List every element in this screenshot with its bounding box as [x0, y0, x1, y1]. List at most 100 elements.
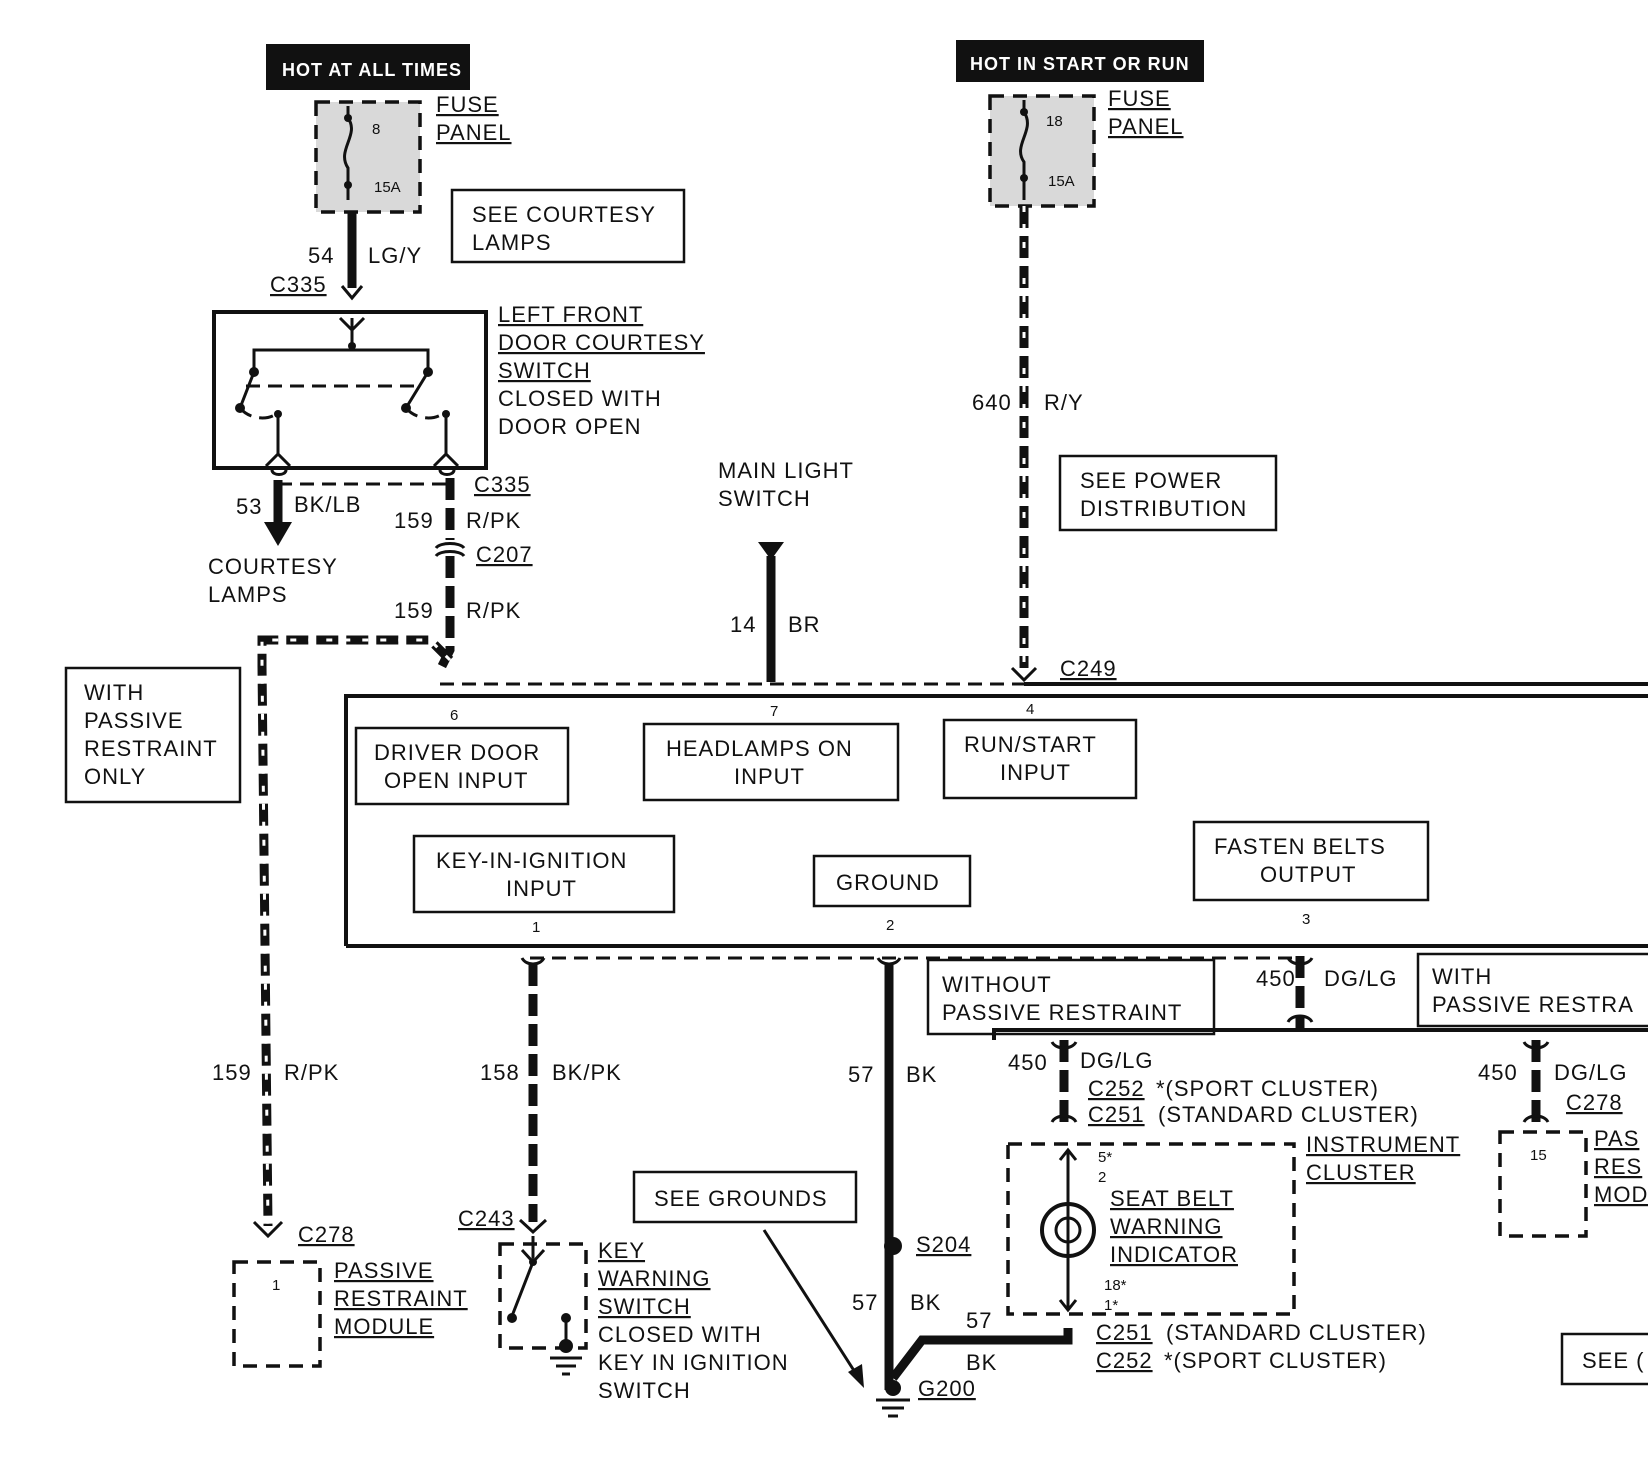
ground-block: GROUND: [812, 854, 972, 908]
driver-door-open-input: DRIVER DOOR OPEN INPUT: [354, 726, 570, 806]
instrument-cluster-title-2: CLUSTER: [1306, 1160, 1416, 1185]
cluster-pin-top-b: 2: [1098, 1169, 1106, 1186]
connector-c251-bottom-note: (STANDARD CLUSTER): [1166, 1320, 1427, 1345]
see-power-distribution-note: SEE POWER DISTRIBUTION: [1058, 454, 1278, 532]
prm-title-3: MODULE: [334, 1314, 434, 1339]
svg-text:RUN/START: RUN/START: [964, 732, 1097, 757]
fuse-right-title-2: PANEL: [1108, 114, 1184, 139]
passive-restraint-module-right: 15: [1498, 1130, 1588, 1238]
wire-53-number: 53: [236, 494, 262, 519]
passive-restraint-module-left: 1: [232, 1260, 322, 1368]
svg-text:OUTPUT: OUTPUT: [1260, 862, 1356, 887]
cluster-pin-top-a: 5*: [1098, 1149, 1112, 1166]
ground-g200-symbol: [876, 1380, 910, 1418]
connector-c252-bottom-note: *(SPORT CLUSTER): [1164, 1348, 1387, 1373]
wire-159-middle: [435, 556, 455, 673]
connector-c251-top-note: (STANDARD CLUSTER): [1158, 1102, 1419, 1127]
wire-640-color: R/Y: [1044, 390, 1084, 415]
with-passive-restraint-only-note: WITH PASSIVE RESTRAINT ONLY: [64, 666, 242, 804]
wire-159b-number: 159: [394, 598, 434, 623]
wire-53-color: BK/LB: [294, 492, 361, 517]
instrument-cluster-title-1: INSTRUMENT: [1306, 1132, 1460, 1157]
pin-1: 1: [532, 919, 540, 936]
courtesy-lamps-label-2: LAMPS: [208, 582, 288, 607]
pin-2: 2: [886, 917, 894, 934]
wire-450a-number: 450: [1256, 966, 1296, 991]
cluster-pin-bot-a: 18*: [1104, 1277, 1127, 1294]
courtesy-lamps-arrow: [264, 522, 292, 546]
instrument-cluster: 5* 2 18* 1* SEAT BELT WARNING INDICATOR: [1006, 1142, 1296, 1316]
wire-450a-color: DG/LG: [1324, 966, 1397, 991]
see-courtesy-lamps-note: SEE COURTESY LAMPS: [450, 188, 686, 264]
c335-top-connector: [340, 285, 364, 301]
svg-text:INPUT: INPUT: [734, 764, 805, 789]
connector-c251-bottom: C251: [1096, 1320, 1153, 1345]
key-warning-switch: [498, 1236, 588, 1376]
door-switch-note-2: DOOR OPEN: [498, 414, 641, 439]
wire-450c-color: DG/LG: [1554, 1060, 1627, 1085]
hot-at-all-times-label: HOT AT ALL TIMES: [266, 44, 470, 90]
svg-text:WITHOUT: WITHOUT: [942, 972, 1052, 997]
svg-text:HOT IN START OR RUN: HOT IN START OR RUN: [970, 54, 1190, 74]
prm-right-title-1: PAS: [1594, 1126, 1639, 1151]
connector-g200: G200: [918, 1376, 976, 1401]
connector-c207: C207: [476, 542, 533, 567]
door-switch-title-1: LEFT FRONT: [498, 302, 643, 327]
connector-c252-bottom: C252: [1096, 1348, 1153, 1373]
wire-57-cluster-ground: [889, 1328, 1073, 1381]
svg-text:WITH: WITH: [84, 680, 144, 705]
prm-pin: 1: [272, 1277, 280, 1294]
connector-c243: C243: [458, 1206, 515, 1231]
without-passive-restraint-note: WITHOUT PASSIVE RESTRAINT: [926, 958, 1216, 1036]
fuse-left-rating: 15A: [374, 179, 401, 196]
svg-text:HOT AT ALL TIMES: HOT AT ALL TIMES: [282, 60, 462, 80]
fuse-left-title-1: FUSE: [436, 92, 499, 117]
svg-text:DRIVER DOOR: DRIVER DOOR: [374, 740, 540, 765]
main-light-switch-label-2: SWITCH: [718, 486, 811, 511]
door-courtesy-switch: [212, 310, 488, 470]
key-switch-note-1: CLOSED WITH: [598, 1322, 762, 1347]
fuse-left-number: 8: [372, 121, 380, 138]
indicator-title-2: WARNING: [1110, 1214, 1223, 1239]
svg-text:WITH: WITH: [1432, 964, 1492, 989]
svg-text:SEE GROUNDS: SEE GROUNDS: [654, 1186, 828, 1211]
wire-57b-number: 57: [852, 1290, 878, 1315]
connector-c251-top: C251: [1088, 1102, 1145, 1127]
prm-right-pin: 15: [1530, 1147, 1547, 1164]
wire-450b-number: 450: [1008, 1050, 1048, 1075]
svg-text:GROUND: GROUND: [836, 870, 940, 895]
key-in-ignition-input: KEY-IN-IGNITION INPUT: [412, 834, 676, 914]
svg-text:LAMPS: LAMPS: [472, 230, 552, 255]
svg-text:SEE POWER: SEE POWER: [1080, 468, 1222, 493]
wire-57a-color: BK: [906, 1062, 937, 1087]
wire-450b-color: DG/LG: [1080, 1048, 1153, 1073]
wire-159a-color: R/PK: [466, 508, 521, 533]
main-light-switch-label-1: MAIN LIGHT: [718, 458, 854, 483]
hot-in-start-or-run-label: HOT IN START OR RUN: [956, 40, 1204, 82]
wire-159c-color: R/PK: [284, 1060, 339, 1085]
wire-54-color: LG/Y: [368, 243, 422, 268]
see-grounds-note: SEE GROUNDS: [632, 1170, 864, 1388]
svg-text:DISTRIBUTION: DISTRIBUTION: [1080, 496, 1247, 521]
wire-159a-number: 159: [394, 508, 434, 533]
pin-6: 6: [450, 707, 458, 724]
svg-text:RESTRAINT: RESTRAINT: [84, 736, 218, 761]
connector-c278-right: C278: [1566, 1090, 1623, 1115]
fuse-right-rating: 15A: [1048, 173, 1075, 190]
wire-158-number: 158: [480, 1060, 520, 1085]
main-light-switch-arrow: [758, 542, 784, 560]
svg-text:KEY-IN-IGNITION: KEY-IN-IGNITION: [436, 848, 627, 873]
wire-450c-number: 450: [1478, 1060, 1518, 1085]
door-switch-title-2: DOOR COURTESY: [498, 330, 705, 355]
wire-158-color: BK/PK: [552, 1060, 622, 1085]
indicator-title-3: INDICATOR: [1110, 1242, 1238, 1267]
fuse-right-number: 18: [1046, 113, 1063, 130]
key-switch-title-3: SWITCH: [598, 1294, 691, 1319]
fuse-right-title-1: FUSE: [1108, 86, 1171, 111]
fasten-belts-output: FASTEN BELTS OUTPUT: [1192, 820, 1430, 902]
wire-54-number: 54: [308, 243, 334, 268]
connector-c278-left: C278: [298, 1222, 355, 1247]
splice-s204: [884, 1237, 902, 1255]
key-switch-note-2: KEY IN IGNITION: [598, 1350, 789, 1375]
pin-3: 3: [1302, 911, 1310, 928]
